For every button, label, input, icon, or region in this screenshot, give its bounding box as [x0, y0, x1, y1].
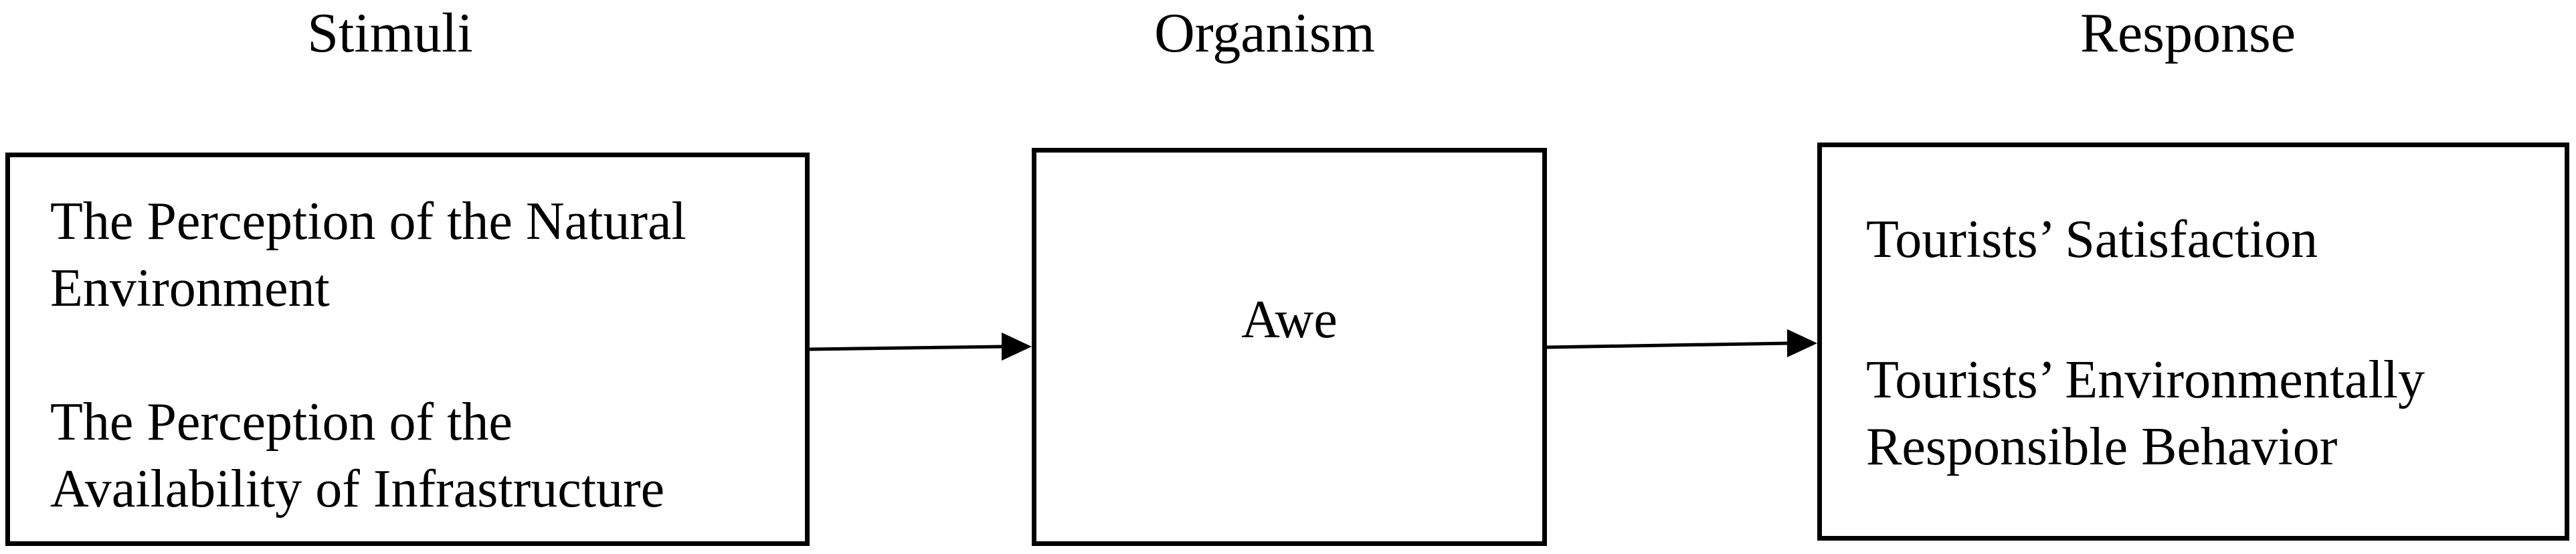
arrow-stimuli-to-organism — [809, 333, 1032, 361]
response-box: Tourists’ Satisfaction Tourists’ Environ… — [1817, 143, 2569, 541]
stimuli-item-natural-environment-line-1: The Perception of the Natural — [50, 192, 686, 251]
stimuli-box: The Perception of the Natural Environmen… — [5, 153, 810, 546]
stimuli-item-natural-environment: The Perception of the Natural Environmen… — [50, 188, 686, 322]
organism-item-awe: Awe — [1241, 290, 1338, 349]
heading-response: Response — [2080, 2, 2296, 64]
stimuli-item-infrastructure-line-2: Availability of Infrastructure — [50, 460, 665, 519]
stimuli-item-infrastructure-line-1: The Perception of the — [50, 393, 513, 452]
stimuli-item-natural-environment-line-2: Environment — [50, 259, 330, 318]
arrow-organism-to-response — [1546, 329, 1817, 357]
heading-stimuli: Stimuli — [307, 2, 473, 64]
response-item-satisfaction: Tourists’ Satisfaction — [1866, 206, 2318, 273]
response-item-behavior-line-2: Responsible Behavior — [1866, 418, 2338, 476]
response-item-behavior: Tourists’ Environmentally Responsible Be… — [1866, 347, 2425, 480]
heading-organism: Organism — [1154, 2, 1375, 64]
organism-box: Awe — [1032, 148, 1547, 546]
stimuli-item-infrastructure: The Perception of the Availability of In… — [50, 389, 664, 523]
response-item-satisfaction-line-1: Tourists’ Satisfaction — [1866, 210, 2318, 269]
response-item-behavior-line-1: Tourists’ Environmentally — [1866, 351, 2425, 409]
